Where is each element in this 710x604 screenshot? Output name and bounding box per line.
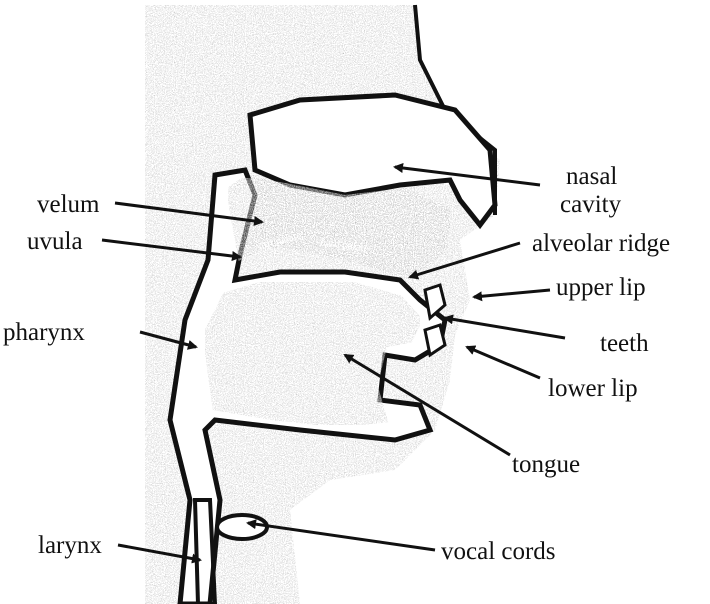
vocal-cords-shape bbox=[217, 515, 267, 539]
label-pharynx: pharynx bbox=[3, 320, 85, 345]
label-alveolar-ridge: alveolar ridge bbox=[532, 231, 670, 256]
label-uvula: uvula bbox=[27, 229, 83, 254]
label-teeth: teeth bbox=[600, 331, 649, 356]
label-cavity: cavity bbox=[560, 192, 621, 217]
label-velum: velum bbox=[37, 192, 100, 217]
arrow-teeth bbox=[445, 318, 565, 338]
label-larynx: larynx bbox=[38, 533, 102, 558]
label-vocal-cords: vocal cords bbox=[441, 539, 556, 564]
label-lower-lip: lower lip bbox=[548, 376, 638, 401]
label-tongue: tongue bbox=[512, 452, 580, 477]
arrow-lower-lip bbox=[467, 347, 540, 378]
label-upper-lip: upper lip bbox=[556, 275, 646, 300]
label-nasal: nasal bbox=[566, 164, 617, 189]
arrow-upper-lip bbox=[474, 290, 550, 297]
